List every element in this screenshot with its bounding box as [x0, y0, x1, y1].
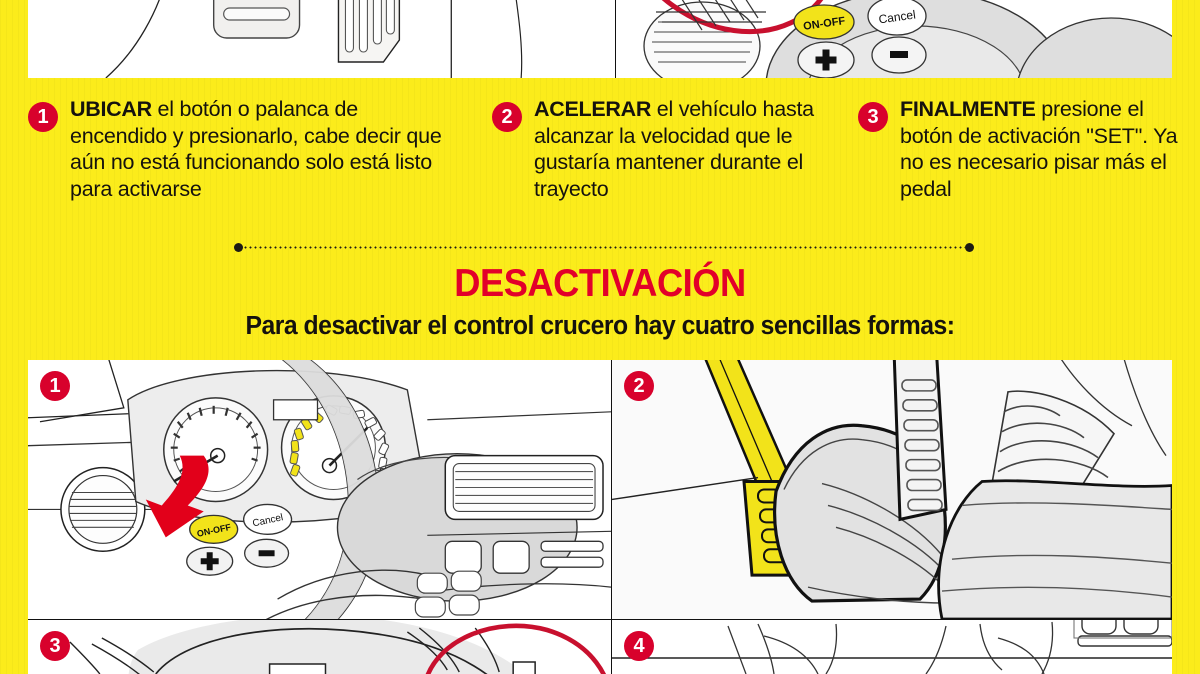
divider-line — [243, 246, 965, 249]
divider-cap-left — [234, 243, 243, 252]
step-3-number: 3 — [858, 102, 888, 132]
top-panel-steering-controls: ON-OFF Cancel — [616, 0, 1172, 78]
step-3-text: FINALMENTE presione el botón de activaci… — [900, 96, 1178, 202]
cancel-button-icon: Cancel — [242, 503, 293, 535]
panel-brake-pedal: 2 — [612, 360, 1172, 620]
cancel-button-icon: Cancel — [867, 0, 927, 36]
step-3-lead: FINALMENTE — [900, 97, 1036, 121]
step-2-text: ACELERAR el vehículo hasta alcanzar la v… — [534, 96, 837, 202]
step-1-text: UBICAR el botón o palanca de encendido y… — [70, 96, 458, 202]
pedals-illustration — [28, 0, 615, 78]
panel-dashboard-console: 4 — [612, 620, 1172, 674]
deactivation-heading-block: DESACTIVACIÓN Para desactivar el control… — [0, 263, 1200, 341]
svg-text:Cancel: Cancel — [878, 7, 917, 26]
step-2-lead: ACELERAR — [534, 97, 652, 121]
step-1-lead: UBICAR — [70, 97, 152, 121]
panel-steering-wheel-onoff: 1 — [28, 360, 612, 620]
plus-button-icon — [186, 546, 234, 576]
on-off-button-icon: ON-OFF — [793, 4, 855, 40]
top-image-strip: ON-OFF Cancel — [28, 0, 1172, 78]
red-arrow-icon — [145, 455, 209, 538]
panel-2-number: 2 — [624, 371, 654, 401]
minus-button-icon — [243, 538, 290, 568]
dashboard-console-illustration — [612, 620, 1172, 674]
step-1: 1 UBICAR el botón o palanca de encendido… — [28, 96, 458, 202]
minus-button-icon — [871, 36, 927, 74]
panel-4-number: 4 — [624, 631, 654, 661]
plus-button-icon — [797, 41, 855, 78]
steering-wheel-cancel-illustration — [28, 620, 611, 674]
brake-pedal-illustration — [612, 360, 1172, 619]
on-off-button-icon: ON-OFF — [189, 514, 239, 544]
panel-steering-wheel-cancel: 3 — [28, 620, 612, 674]
activation-steps: 1 UBICAR el botón o palanca de encendido… — [0, 96, 1200, 236]
svg-text:ON-OFF: ON-OFF — [803, 15, 847, 33]
panel-1-number: 1 — [40, 371, 70, 401]
step-2: 2 ACELERAR el vehículo hasta alcanzar la… — [492, 96, 837, 202]
step-3: 3 FINALMENTE presione el botón de activa… — [858, 96, 1178, 202]
step-2-number: 2 — [492, 102, 522, 132]
dotted-divider — [234, 243, 974, 253]
deactivation-panels-grid: 1 — [28, 360, 1172, 674]
steering-controls-illustration: ON-OFF Cancel — [616, 0, 1172, 78]
section-subtitle: Para desactivar el control crucero hay c… — [245, 312, 955, 340]
step-2-body: el vehículo hasta alcanzar la velocidad … — [534, 97, 814, 201]
steering-wheel-onoff-illustration: ON-OFF Cancel — [28, 360, 611, 619]
top-panel-pedals — [28, 0, 616, 78]
step-1-number: 1 — [28, 102, 58, 132]
step-1-body: el botón o palanca de encendido y presio… — [70, 97, 442, 201]
section-title: DESACTIVACIÓN — [454, 262, 746, 305]
divider-cap-right — [965, 243, 974, 252]
step-3-body: presione el botón de activación "SET". Y… — [900, 97, 1178, 201]
panel-3-number: 3 — [40, 631, 70, 661]
